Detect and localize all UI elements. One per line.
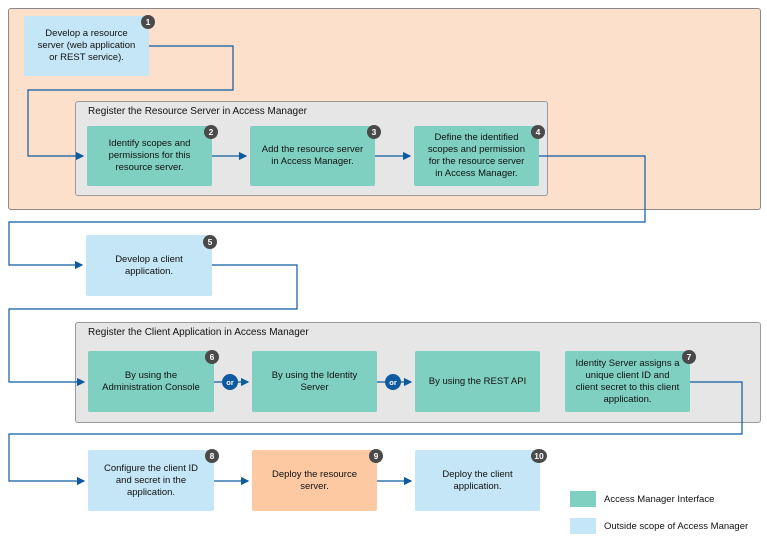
- step-4-text: Define the identified scopes and permiss…: [427, 132, 526, 179]
- step-10-text: Deploy the client application.: [442, 468, 513, 492]
- legend-label-access-manager-interface: Access Manager Interface: [604, 494, 715, 505]
- step-6-badge: 6: [205, 350, 219, 364]
- connector-1-to-2: [27, 45, 234, 161]
- step-9-box: Deploy the resource server.: [252, 450, 377, 511]
- or-badge-1: or: [222, 374, 238, 390]
- identity-server-option-text: By using the Identity Server: [271, 369, 358, 393]
- register-resource-server-title: Register the Resource Server in Access M…: [88, 106, 307, 117]
- rest-api-option-box: By using the REST API: [415, 351, 540, 412]
- step-5-badge: 5: [203, 235, 217, 249]
- step-2-badge: 2: [204, 125, 218, 139]
- step-3-box: Add the resource server in Access Manage…: [250, 126, 375, 186]
- step-1-box: Develop a resource server (web applicati…: [24, 16, 149, 76]
- connector-5-to-6: [8, 264, 298, 387]
- step-8-badge: 8: [205, 449, 219, 463]
- step-2-box: Identify scopes and permissions for this…: [87, 126, 212, 186]
- step-6-text: By using the Administration Console: [102, 369, 200, 393]
- step-7-badge: 7: [682, 350, 696, 364]
- legend-swatch-outside-scope: [570, 518, 596, 534]
- step-10-box: Deploy the client application.: [415, 450, 540, 511]
- rest-api-option-text: By using the REST API: [428, 375, 527, 387]
- step-8-box: Configure the client ID and secret in th…: [88, 450, 214, 511]
- step-4-box: Define the identified scopes and permiss…: [414, 126, 539, 186]
- step-4-badge: 4: [531, 125, 545, 139]
- connector-4-to-5: [8, 155, 646, 270]
- step-2-text: Identify scopes and permissions for this…: [108, 138, 191, 173]
- step-9-badge: 9: [369, 449, 383, 463]
- step-7-box: Identity Server assigns a unique client …: [565, 351, 690, 412]
- step-8-text: Configure the client ID and secret in th…: [104, 462, 198, 498]
- step-3-badge: 3: [367, 125, 381, 139]
- step-9-text: Deploy the resource server.: [271, 468, 358, 492]
- step-7-text: Identity Server assigns a unique client …: [575, 357, 680, 405]
- step-3-text: Add the resource server in Access Manage…: [261, 144, 364, 167]
- step-5-text: Develop a client application.: [115, 253, 183, 277]
- legend-label-outside-scope: Outside scope of Access Manager: [604, 521, 749, 532]
- or-badge-2: or: [385, 374, 401, 390]
- identity-server-option-box: By using the Identity Server: [252, 351, 377, 412]
- step-10-badge: 10: [531, 449, 547, 463]
- step-1-text: Develop a resource server (web applicati…: [37, 28, 136, 63]
- step-5-box: Develop a client application.: [86, 235, 212, 296]
- step-6-box: By using the Administration Console: [88, 351, 214, 412]
- connector-7-to-8: [8, 381, 743, 486]
- register-client-application-title: Register the Client Application in Acces…: [88, 327, 309, 338]
- step-1-badge: 1: [141, 15, 155, 29]
- legend-swatch-access-manager-interface: [570, 491, 596, 507]
